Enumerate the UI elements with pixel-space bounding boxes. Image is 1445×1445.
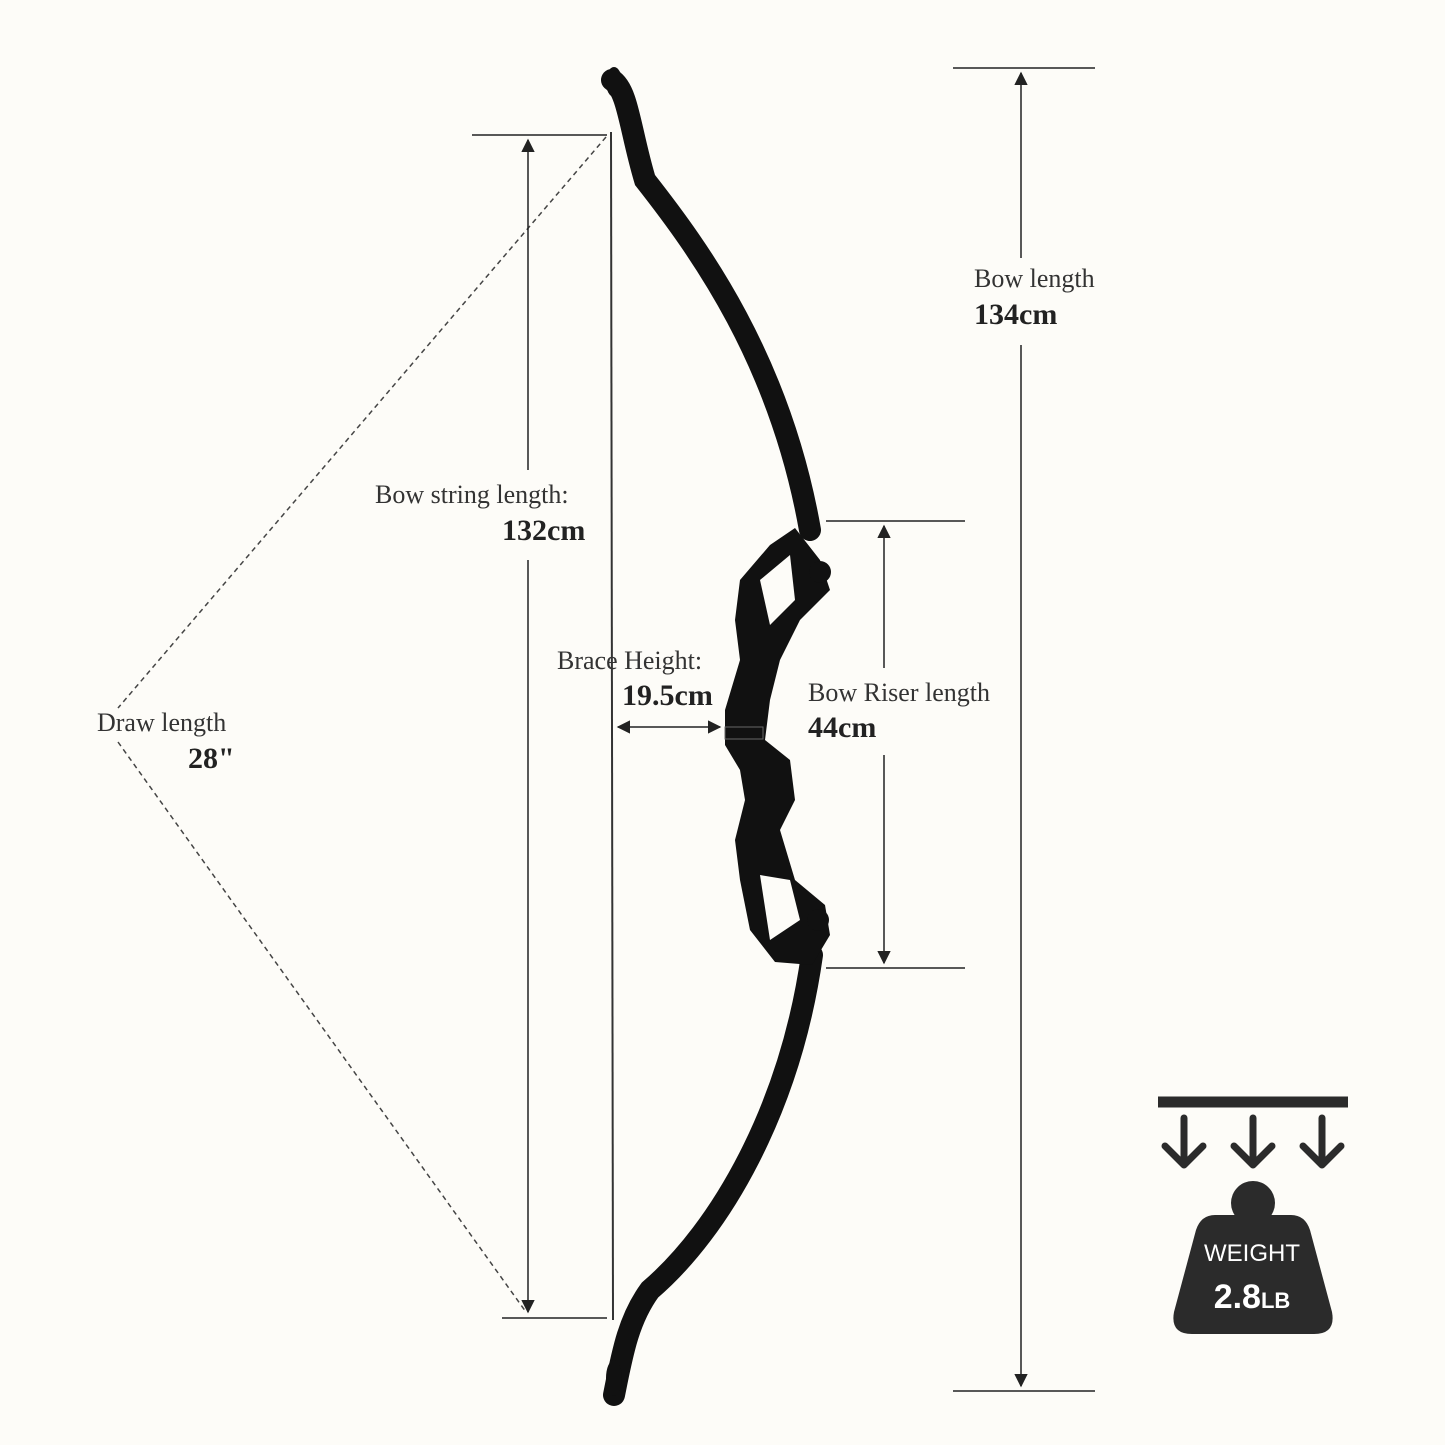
bow-length-value: 134cm <box>974 298 1058 331</box>
bow-illustration <box>601 67 831 1406</box>
upper-limb <box>601 69 821 541</box>
draw-length-dashed-line <box>117 136 607 709</box>
lower-limb-tip <box>606 1360 622 1396</box>
riser-badge <box>724 726 764 740</box>
weight-label: WEIGHT <box>1204 1240 1300 1267</box>
weight-value-group: 2.8LB <box>1172 1278 1332 1317</box>
riser-length-label: Bow Riser length <box>808 678 990 707</box>
limb-bolt-upper <box>809 561 831 583</box>
brace-height-label: Brace Height: <box>557 646 703 675</box>
weight-value: 2.8 <box>1213 1278 1261 1316</box>
limb-bolt-lower <box>807 909 829 931</box>
weight-icon-handle <box>1231 1181 1275 1225</box>
riser-cutout-upper <box>760 555 795 625</box>
weight-icon <box>1158 1096 1348 1334</box>
weight-icon-body <box>1173 1215 1333 1334</box>
draw-length-value: 28" <box>188 742 235 775</box>
draw-length-label: Draw length <box>97 708 227 737</box>
lower-limb <box>603 944 823 1406</box>
draw-length-dashed-line-lower <box>117 741 527 1313</box>
weight-unit: LB <box>1260 1288 1291 1313</box>
bow-string-length-value: 132cm <box>502 514 586 547</box>
riser-length-value: 44cm <box>808 711 877 744</box>
down-arrow-icon <box>1161 1114 1345 1169</box>
bow-string-length-label: Bow string length: <box>375 480 569 509</box>
riser-cutout-lower <box>760 875 800 940</box>
upper-limb-tip <box>606 67 622 97</box>
bow-riser <box>725 528 830 965</box>
bow-length-label: Bow length <box>974 264 1095 293</box>
bow-string <box>610 131 614 1321</box>
brace-height-value: 19.5cm <box>622 679 713 712</box>
